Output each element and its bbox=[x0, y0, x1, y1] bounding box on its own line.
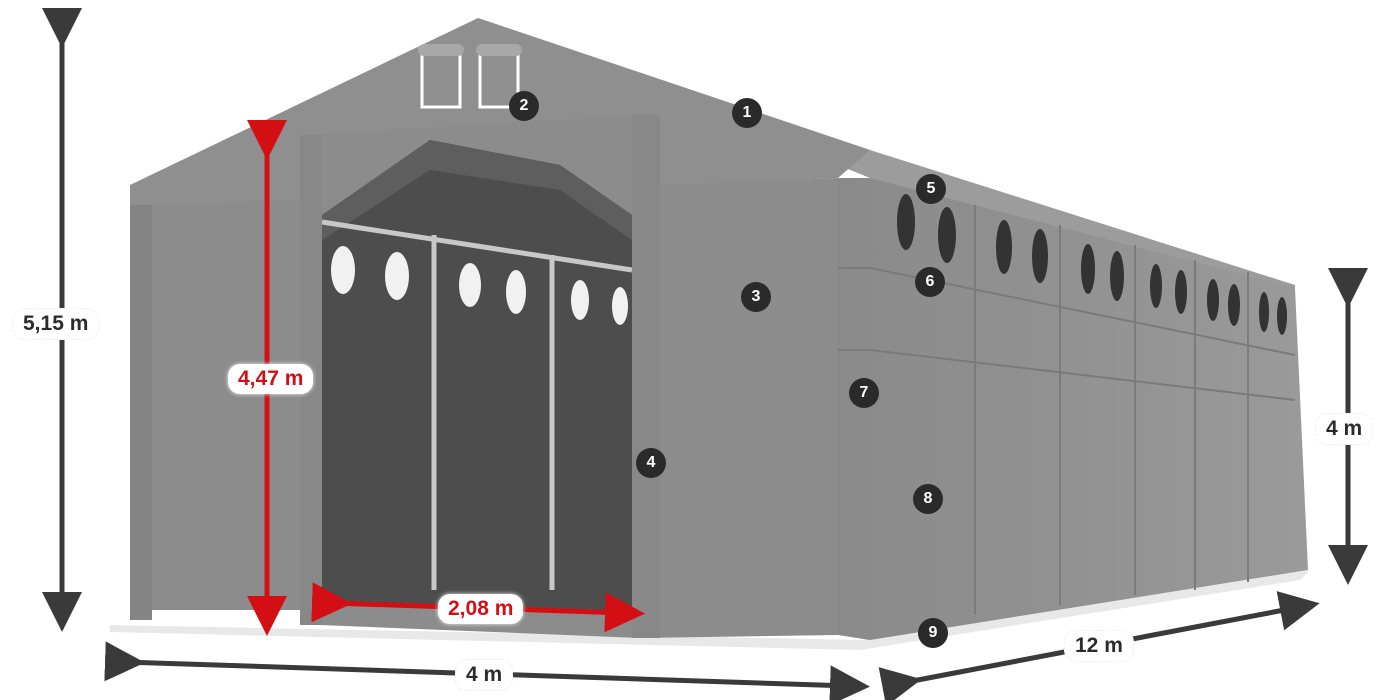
side-height-label: 4 m bbox=[1315, 413, 1374, 445]
width-label: 4 m bbox=[455, 659, 514, 691]
door-width-label: 2,08 m bbox=[438, 594, 524, 624]
marker-6: 6 bbox=[915, 267, 945, 297]
marker-9: 9 bbox=[918, 618, 948, 648]
length-label: 12 m bbox=[1064, 630, 1134, 662]
door-height-label: 4,47 m bbox=[228, 364, 314, 394]
marker-3: 3 bbox=[741, 282, 771, 312]
marker-4: 4 bbox=[636, 448, 666, 478]
marker-7: 7 bbox=[849, 378, 879, 408]
marker-1: 1 bbox=[732, 98, 762, 128]
total-height-label: 5,15 m bbox=[12, 308, 100, 340]
side-wall bbox=[838, 178, 1308, 640]
door-opening bbox=[322, 140, 632, 612]
marker-2: 2 bbox=[509, 91, 539, 121]
marker-5: 5 bbox=[916, 174, 946, 204]
marker-8: 8 bbox=[913, 484, 943, 514]
